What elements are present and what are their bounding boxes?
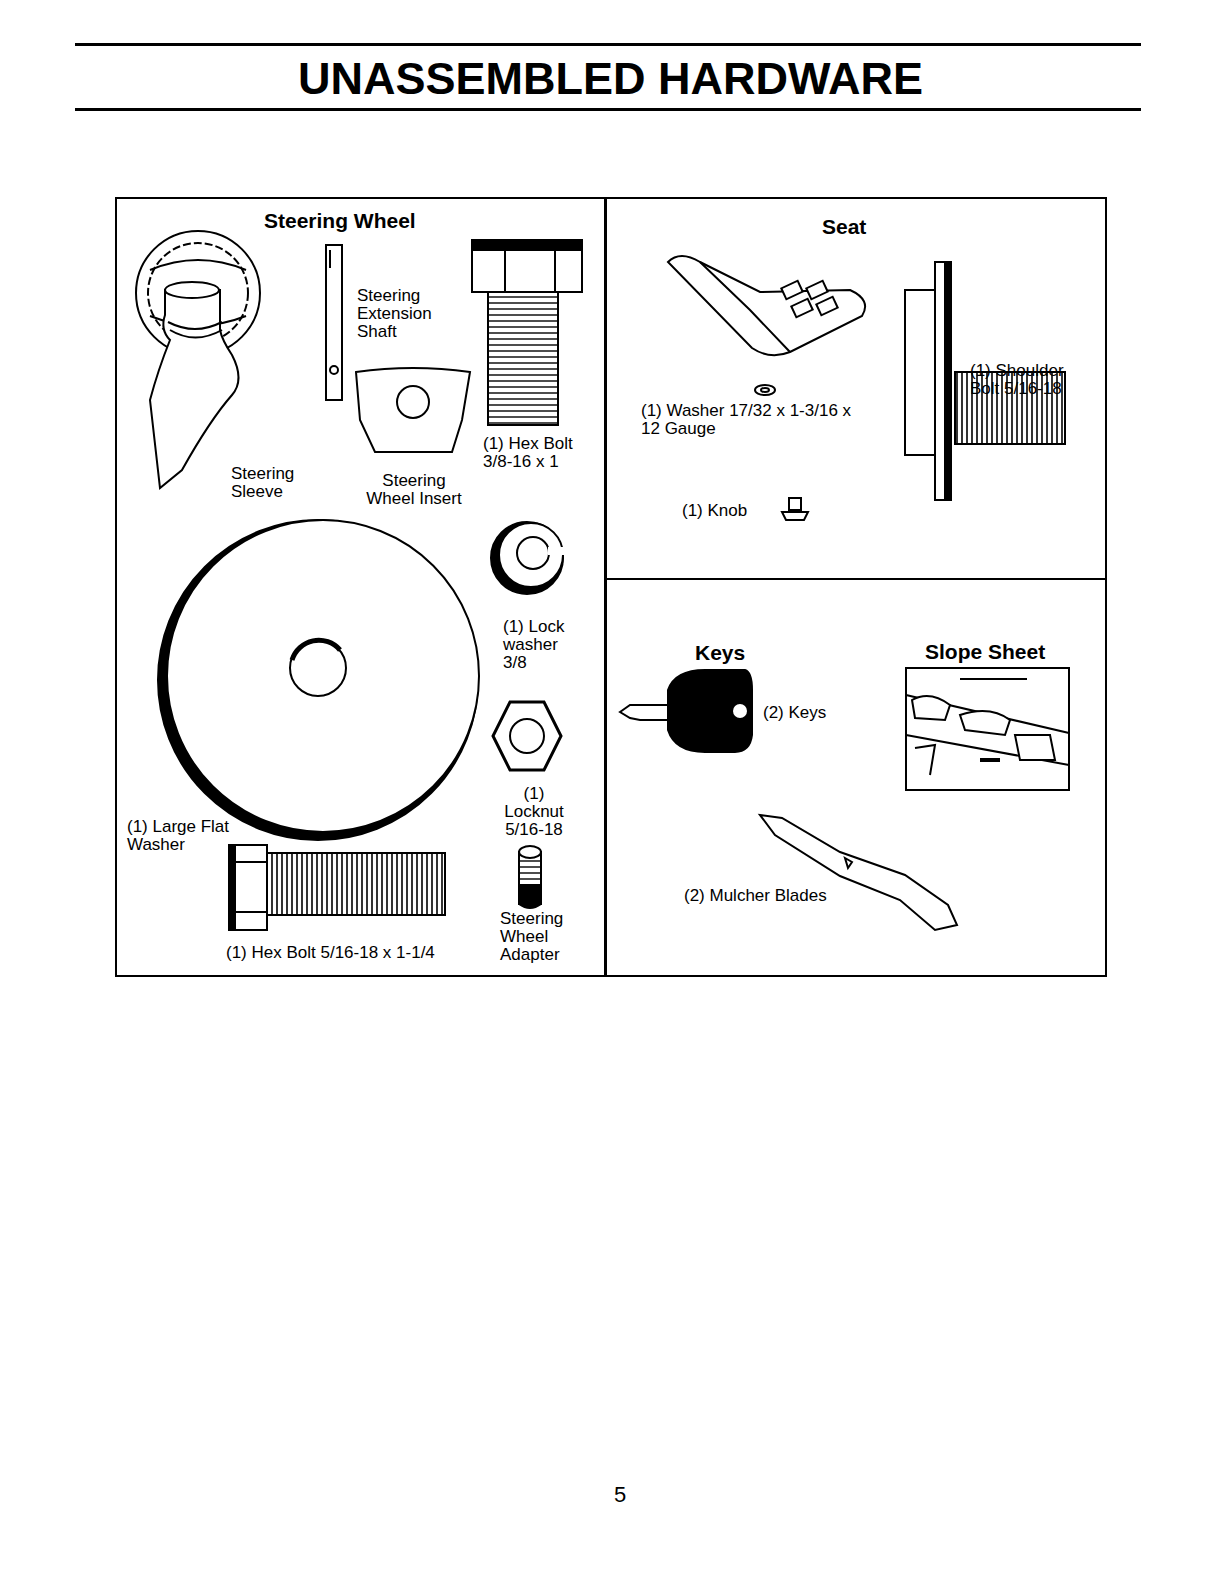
steering-sleeve <box>150 282 239 488</box>
part-label: (1) Large Flat Washer <box>127 818 249 854</box>
part-label: (1) Washer 17/32 x 1-3/16 x 12 Gauge <box>641 402 871 438</box>
part-label: Steering Wheel Insert <box>358 472 470 508</box>
panel-heading: Keys <box>695 641 745 665</box>
part-label: (1) Shoulder Bolt 5/16-18 <box>970 362 1090 398</box>
part-label: (1) Lock washer 3/8 <box>503 618 579 672</box>
locknut <box>493 702 561 770</box>
lock-washer <box>491 522 568 594</box>
part-label: (1) Hex Bolt 3/8-16 x 1 <box>483 435 595 471</box>
hex-bolt <box>229 845 445 930</box>
part-label: (1) Locknut 5/16-18 <box>498 785 570 839</box>
steering-wheel-insert <box>356 368 470 452</box>
part-label: Steering Sleeve <box>231 465 311 501</box>
panel-heading: Seat <box>822 215 866 239</box>
mulcher-blade <box>760 815 957 930</box>
parts-panel: Keys Slope Sheet <box>605 578 1107 977</box>
slope-sheet <box>906 668 1069 790</box>
large-flat-washer <box>158 520 479 840</box>
steering-wheel-adapter <box>519 846 541 908</box>
part-label: Steering Extension Shaft <box>357 287 447 341</box>
knob <box>782 498 808 520</box>
key <box>620 670 752 752</box>
page-number: 5 <box>590 1486 650 1504</box>
part-label: (1) Hex Bolt 5/16-18 x 1-1/4 <box>226 944 486 962</box>
panel-heading: Slope Sheet <box>925 640 1045 664</box>
steering-extension-shaft <box>326 245 342 400</box>
rule <box>75 43 1141 46</box>
seat <box>668 256 865 355</box>
part-label: (2) Mulcher Blades <box>684 887 864 905</box>
part-label: (1) Knob <box>682 502 772 520</box>
part-label: (2) Keys <box>763 704 853 722</box>
washer-symbol <box>755 385 775 395</box>
page-title: UNASSEMBLED HARDWARE <box>0 54 1221 104</box>
part-label: Steering Wheel Adapter <box>500 910 582 964</box>
hex-bolt <box>472 240 582 425</box>
rule <box>75 108 1141 111</box>
panel-heading: Steering Wheel <box>264 209 416 233</box>
